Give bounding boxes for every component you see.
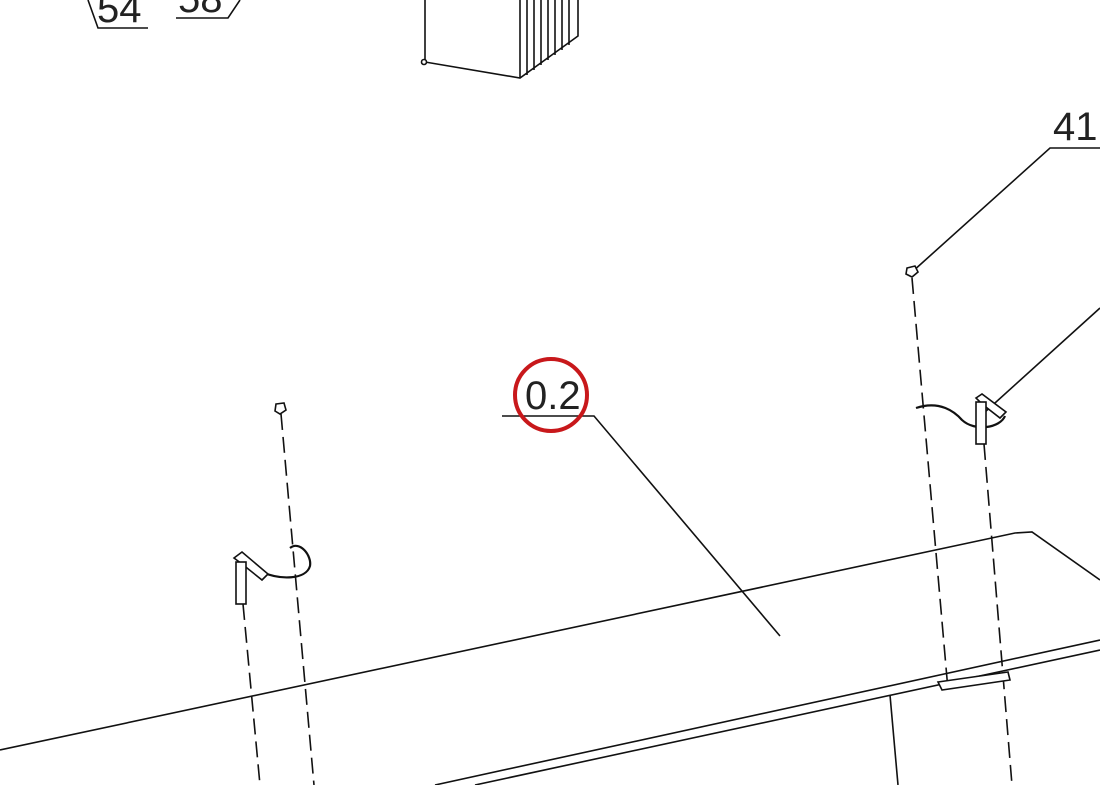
callout-54[interactable]: 54 (87, 0, 148, 31)
box-part (420, 0, 579, 79)
callout-0-2-label: 0.2 (525, 374, 581, 418)
leader-line-right (984, 307, 1100, 413)
screw-left (274, 402, 315, 785)
callout-58[interactable]: 58 (176, 0, 241, 21)
clip-part-right (915, 393, 1013, 785)
callout-41[interactable]: 41 (911, 105, 1100, 273)
highlight-circle (513, 357, 589, 433)
callout-58-label: 58 (178, 0, 223, 21)
screw-right (905, 265, 949, 691)
callout-54-label: 54 (97, 0, 142, 31)
callout-0-2[interactable]: 0.2 (502, 374, 781, 637)
clip-part-left (232, 544, 312, 785)
callout-41-label: 41 (1053, 105, 1098, 149)
base-plate (0, 531, 1100, 785)
